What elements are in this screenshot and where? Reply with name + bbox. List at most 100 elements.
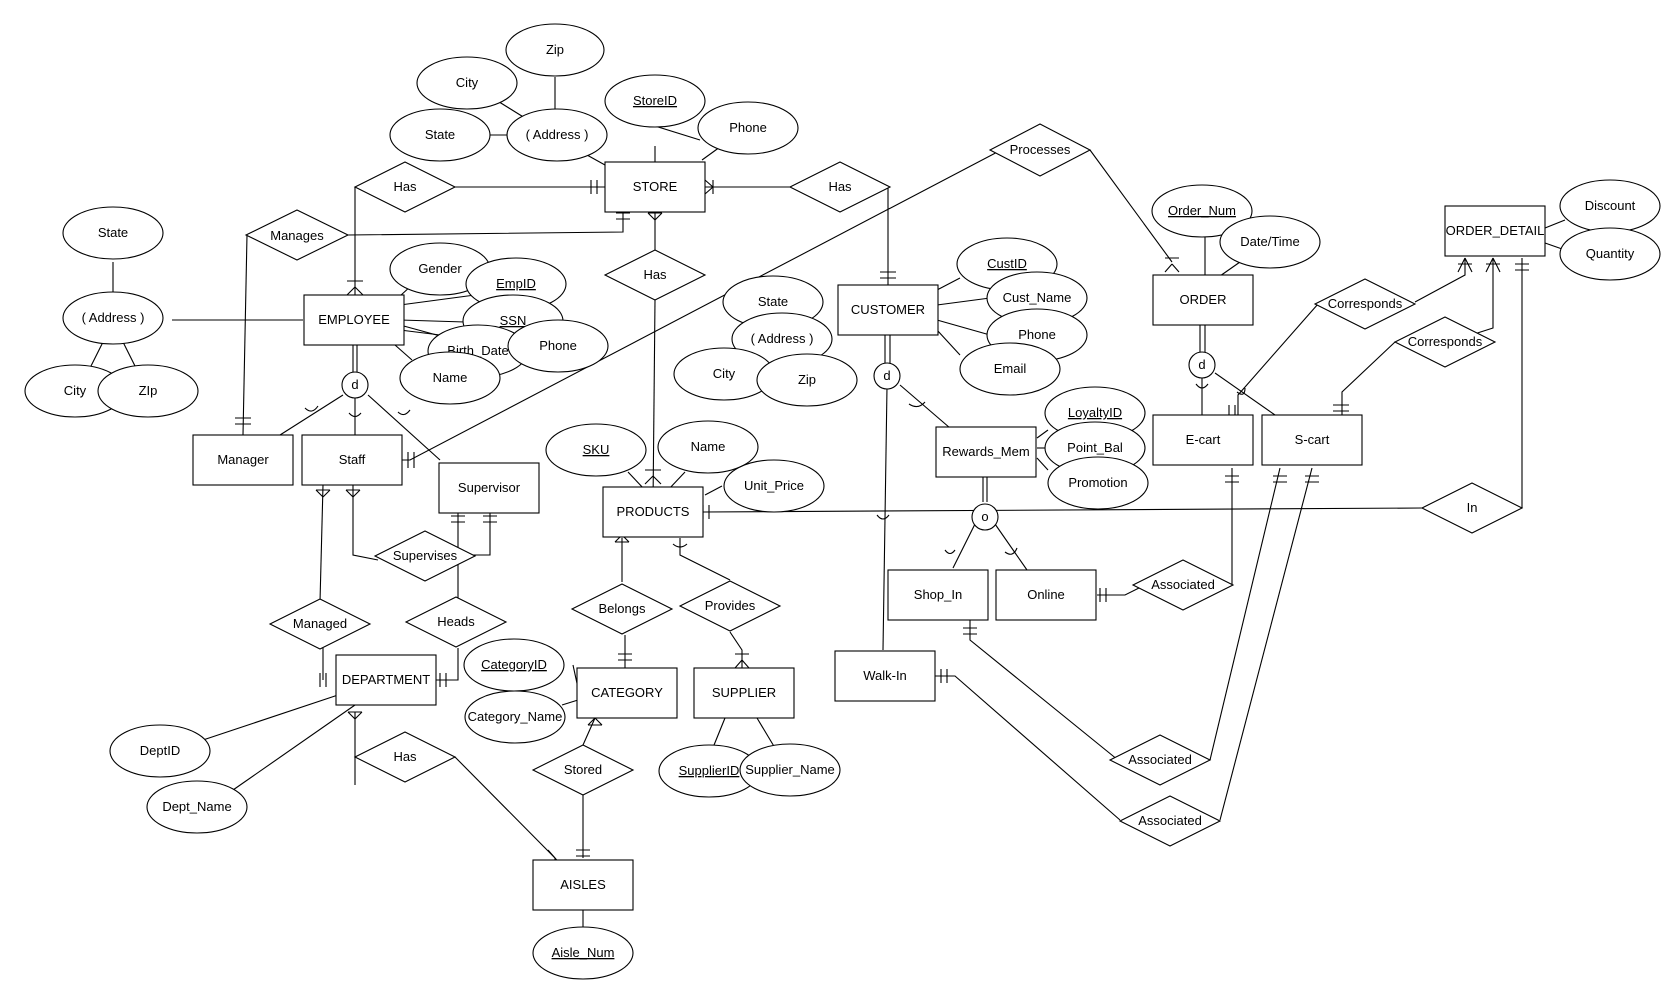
attribute-label: Name — [433, 370, 468, 385]
attribute-ellipse — [532, 926, 634, 980]
entity-label: ORDER_DETAIL — [1446, 223, 1545, 238]
entity-label: Online — [1027, 587, 1065, 602]
attribute-ellipse — [62, 291, 164, 345]
attribute-store-id: StoreID — [604, 74, 706, 128]
specialization-circle — [971, 503, 999, 531]
relationship-diamond — [353, 161, 457, 213]
entity-label: Manager — [217, 452, 269, 467]
attribute-ellipse — [1219, 215, 1321, 269]
entity-online: Online — [995, 569, 1097, 621]
attribute-aisle-num: Aisle_Num — [532, 926, 634, 980]
attribute-detail-discount: Discount — [1559, 179, 1661, 233]
relationship-label: Corresponds — [1408, 334, 1483, 349]
connector-line — [470, 512, 491, 556]
attribute-ellipse — [109, 724, 211, 778]
attribute-label: State — [98, 225, 128, 240]
attribute-store-zip: Zip — [505, 23, 605, 77]
attribute-label: Point_Bal — [1067, 440, 1123, 455]
relationship-provides: Provides — [678, 580, 782, 632]
attribute-unit-price: Unit_Price — [723, 459, 825, 513]
relationship-label: Corresponds — [1328, 296, 1403, 311]
relationship-diamond — [1420, 482, 1524, 534]
specialization-label: o — [981, 509, 988, 524]
relationship-label: Has — [643, 267, 667, 282]
entity-manager: Manager — [192, 434, 294, 486]
relationship-label: Associated — [1151, 577, 1215, 592]
entity-supervisor: Supervisor — [438, 462, 540, 514]
attribute-dept-name: Dept_Name — [146, 780, 248, 834]
attribute-label: Email — [994, 361, 1027, 376]
attribute-label: Discount — [1585, 198, 1636, 213]
relationship-label: Has — [828, 179, 852, 194]
connector-line — [729, 631, 743, 668]
attribute-label: Date/Time — [1240, 234, 1299, 249]
specialization-label: d — [351, 377, 358, 392]
attribute-label: Dept_Name — [162, 799, 231, 814]
attribute-label: Category_Name — [468, 709, 563, 724]
relationship-corresponds-ecart: Corresponds — [1313, 278, 1417, 330]
connector-line — [347, 213, 624, 236]
relationship-label: Belongs — [599, 601, 646, 616]
entity-order: ORDER — [1152, 274, 1254, 326]
relationship-diamond — [244, 209, 350, 261]
connector-line — [1237, 303, 1319, 415]
relationship-associated-shopin: Associated — [1108, 734, 1212, 786]
entity-box — [438, 462, 540, 514]
connector-line — [1036, 457, 1049, 471]
attribute-detail-quantity: Quantity — [1559, 227, 1661, 281]
entity-box — [1152, 274, 1254, 326]
connector-line — [232, 704, 356, 791]
entity-box — [335, 654, 437, 706]
relationship-managed: Managed — [268, 598, 372, 650]
attribute-ellipse — [739, 743, 841, 797]
attribute-label: City — [456, 75, 479, 90]
relationship-label: In — [1467, 500, 1478, 515]
connector-line — [654, 125, 701, 141]
attribute-label: Cust_Name — [1003, 290, 1072, 305]
attribute-ellipse — [507, 319, 609, 373]
entity-label: EMPLOYEE — [318, 312, 390, 327]
connector-line — [756, 717, 776, 749]
attribute-ellipse — [545, 423, 647, 477]
relationship-diamond — [404, 596, 508, 648]
attribute-label: Aisle_Num — [552, 945, 615, 960]
relationship-diamond — [603, 249, 707, 301]
connector-line — [899, 384, 951, 429]
entity-label: DEPARTMENT — [342, 672, 430, 687]
relationship-store-customer-has: Has — [788, 161, 892, 213]
relationship-label: Heads — [437, 614, 475, 629]
attribute-ellipse — [657, 420, 759, 474]
attribute-emp-name: Name — [399, 351, 501, 405]
entity-label: S-cart — [1295, 432, 1330, 447]
specialization-label: d — [1198, 357, 1205, 372]
attribute-store-state: State — [389, 108, 491, 162]
connector-line — [1219, 467, 1313, 821]
relationship-label: Processes — [1010, 142, 1071, 157]
connector-line — [352, 485, 379, 561]
entity-s-cart: S-cart — [1261, 414, 1363, 466]
relationship-diamond — [1393, 316, 1497, 368]
attribute-cust-email: Email — [959, 342, 1061, 396]
attribute-label: State — [425, 127, 455, 142]
connector-line — [936, 297, 991, 306]
entity-box — [935, 426, 1037, 478]
attribute-label: SKU — [583, 442, 610, 457]
relationship-diamond — [353, 731, 457, 783]
entity-box — [301, 434, 403, 486]
connector-line — [935, 675, 1121, 821]
attribute-label: CustID — [987, 256, 1027, 271]
entity-rewards-mem: Rewards_Mem — [935, 426, 1037, 478]
connector-line — [1089, 149, 1173, 263]
entity-aisles: AISLES — [532, 859, 634, 911]
attribute-promotion: Promotion — [1047, 456, 1149, 510]
attribute-store-address: ( Address ) — [506, 108, 608, 162]
relationship-label: Supervises — [393, 548, 458, 563]
attribute-label: City — [64, 383, 87, 398]
relationship-label: Managed — [293, 616, 347, 631]
attribute-label: Quantity — [1586, 246, 1635, 261]
relationship-label: Stored — [564, 762, 602, 777]
relationship-label: Provides — [705, 598, 756, 613]
entity-label: AISLES — [560, 877, 606, 892]
attribute-ellipse — [506, 108, 608, 162]
entity-box — [602, 486, 704, 538]
